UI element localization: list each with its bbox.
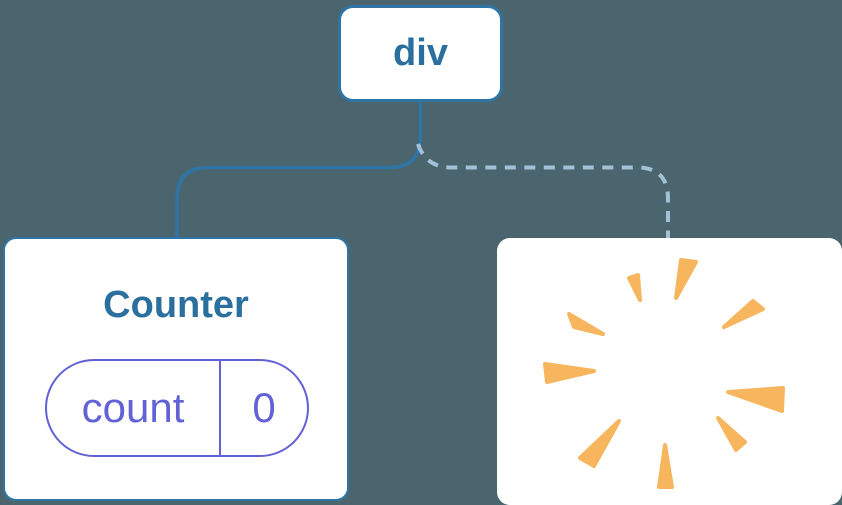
poof-ray <box>578 419 621 468</box>
poof-ray <box>627 273 642 302</box>
poof-ray <box>567 312 605 336</box>
state-name: count <box>81 384 185 431</box>
node-counter: Counter count 0 <box>3 237 349 501</box>
pill-divider <box>219 361 221 455</box>
poof-ray <box>674 258 698 300</box>
node-div: div <box>338 5 503 102</box>
poof-ray <box>716 416 747 452</box>
poof-sparkle-icon <box>543 258 785 489</box>
state-value: 0 <box>252 384 276 431</box>
connector-solid <box>175 100 423 238</box>
poof-ray <box>657 443 674 489</box>
poof-ray <box>543 362 596 384</box>
state-pill: count 0 <box>45 359 309 457</box>
node-div-label: div <box>393 32 448 74</box>
node-removed <box>497 238 842 505</box>
poof-ray <box>722 299 765 329</box>
poof-ray <box>726 386 785 413</box>
counter-title: Counter <box>103 284 249 326</box>
connector-dashed <box>416 143 670 240</box>
